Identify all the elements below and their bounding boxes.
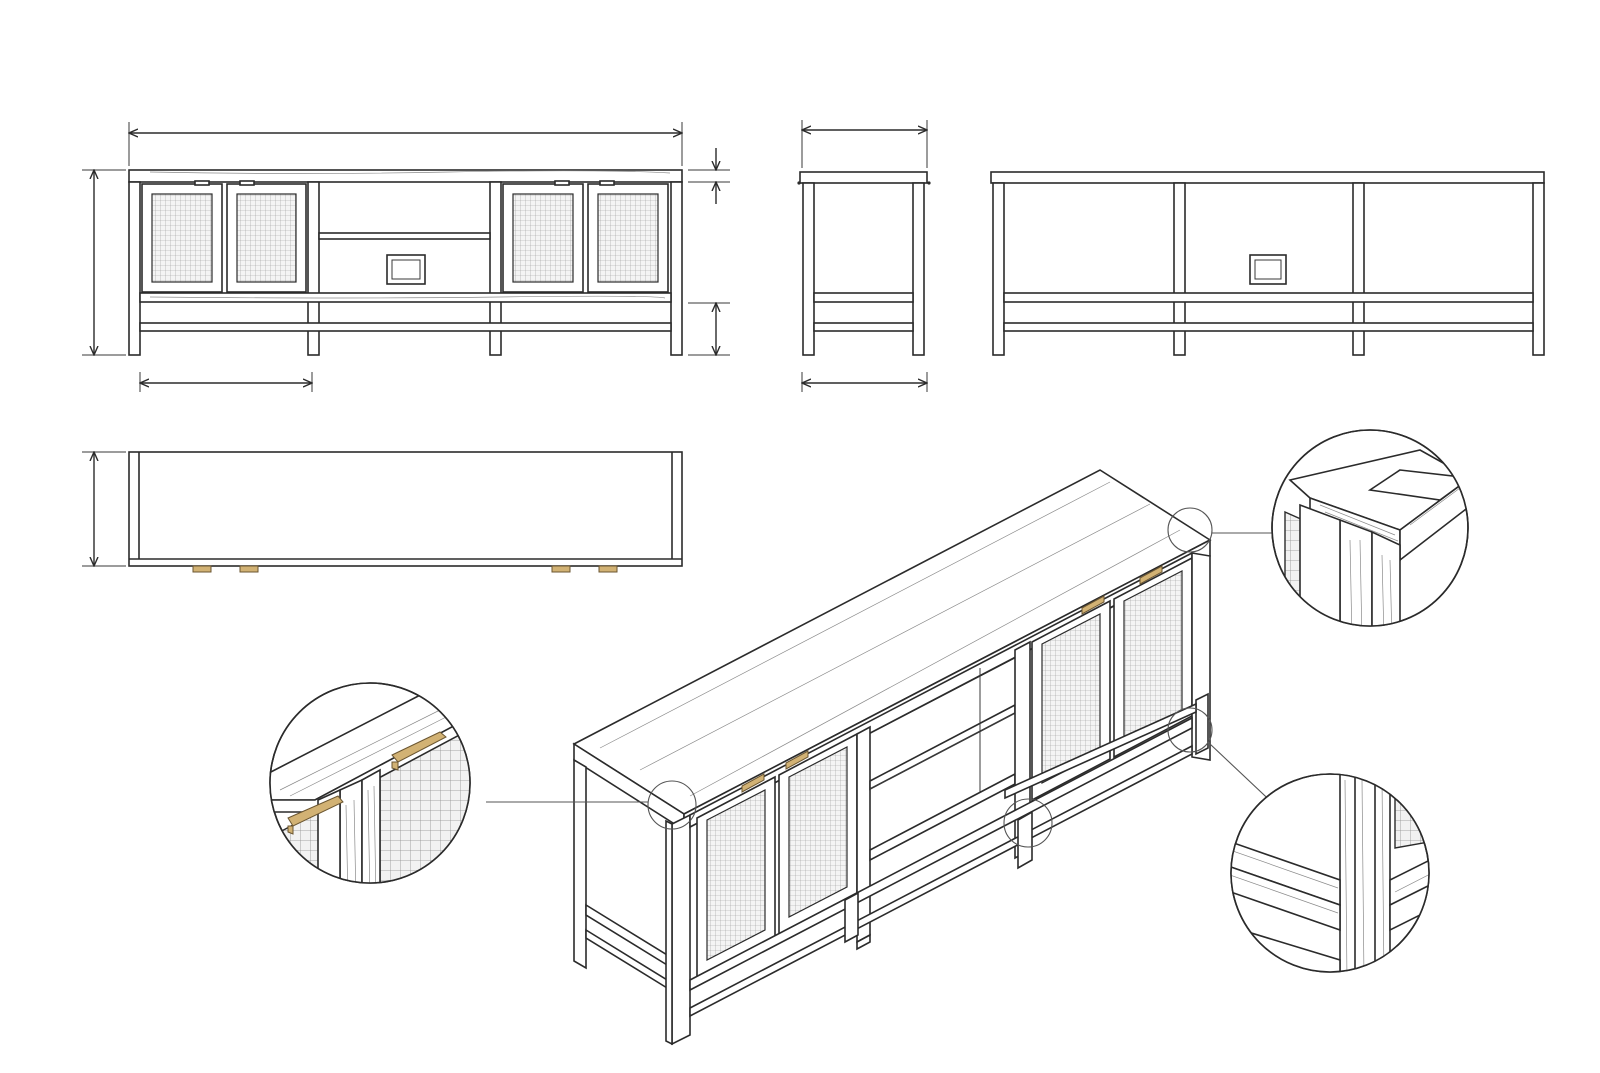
front-pull-2 bbox=[239, 180, 255, 186]
front-leg-left bbox=[128, 181, 141, 356]
rear-leg-2 bbox=[1173, 182, 1186, 356]
plan-pull-3 bbox=[551, 565, 571, 573]
rear-elevation-view bbox=[990, 171, 1545, 356]
detail-c-rail-right bbox=[1389, 853, 1429, 907]
plan-top-surface bbox=[128, 451, 683, 567]
iso-leg-mid-b bbox=[1017, 810, 1033, 870]
iso-leg-left-back bbox=[573, 758, 587, 970]
side-stretcher bbox=[813, 322, 914, 332]
iso-post-mid-left bbox=[856, 725, 871, 944]
detail-top-corner bbox=[1271, 429, 1469, 627]
rear-leg-1 bbox=[992, 182, 1005, 356]
front-door-3-mesh bbox=[512, 193, 574, 283]
side-top-slab bbox=[799, 171, 928, 184]
side-leg-back bbox=[912, 182, 925, 356]
iso-ring-leg-joint-mid bbox=[1003, 798, 1053, 848]
front-door-2-mesh bbox=[236, 193, 297, 283]
front-door-1-mesh bbox=[151, 193, 213, 283]
front-post-mid-right bbox=[489, 181, 502, 356]
iso-front-lower-rail bbox=[689, 716, 1193, 992]
top-plan-view bbox=[82, 451, 683, 573]
detail-leg-joint bbox=[1230, 773, 1430, 973]
iso-ring-top-corner bbox=[1167, 507, 1213, 553]
iso-pull-1 bbox=[741, 773, 765, 793]
front-top-slab bbox=[128, 169, 683, 183]
iso-leg-front-left bbox=[671, 813, 691, 1046]
front-pull-1 bbox=[194, 180, 210, 186]
plan-pull-1 bbox=[192, 565, 212, 573]
front-dimensions bbox=[82, 122, 730, 392]
rear-leg-4 bbox=[1532, 182, 1545, 356]
front-leg-right bbox=[670, 181, 683, 356]
front-back-square-mark bbox=[386, 254, 426, 285]
front-shelf bbox=[318, 232, 491, 240]
iso-leg-mid-a bbox=[844, 891, 859, 944]
front-pull-3 bbox=[554, 180, 570, 186]
plan-pull-2 bbox=[239, 565, 259, 573]
iso-ring-leg-joint bbox=[1167, 707, 1213, 753]
iso-ring-pulls bbox=[647, 780, 697, 830]
front-stretcher bbox=[139, 322, 672, 332]
side-elevation-view bbox=[797, 120, 931, 392]
rear-lower-rail bbox=[1003, 292, 1534, 303]
iso-pull-3 bbox=[1081, 595, 1105, 615]
iso-bay-bottom bbox=[869, 772, 1016, 862]
rear-leg-3 bbox=[1352, 182, 1365, 356]
side-leg-front bbox=[802, 182, 815, 356]
detail-b-pull-right bbox=[391, 731, 447, 763]
iso-pull-2 bbox=[785, 750, 809, 770]
iso-door-1-mesh bbox=[706, 789, 766, 961]
iso-door-2-mesh bbox=[788, 746, 848, 918]
front-door-4-mesh bbox=[597, 193, 659, 283]
detail-b-pull-left bbox=[287, 795, 344, 827]
front-elevation-view bbox=[128, 169, 683, 356]
side-lower-rail bbox=[813, 292, 914, 303]
detail-b-stile-right bbox=[361, 768, 381, 883]
isometric-view bbox=[572, 469, 1213, 1046]
rear-stretcher bbox=[1003, 322, 1534, 332]
rear-top-slab bbox=[990, 171, 1545, 184]
front-post-mid-left bbox=[307, 181, 320, 356]
detail-b-top-edge bbox=[270, 710, 470, 813]
plan-pull-4 bbox=[598, 565, 618, 573]
iso-leg-back-right bbox=[1195, 692, 1209, 756]
iso-pull-4 bbox=[1139, 565, 1163, 585]
front-pull-4 bbox=[599, 180, 615, 186]
detail-pulls bbox=[269, 682, 471, 884]
